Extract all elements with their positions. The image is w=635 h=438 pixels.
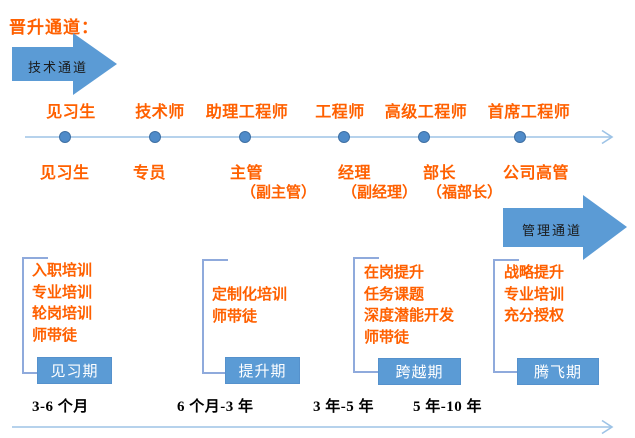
stage-duration: 3-6 个月: [32, 399, 89, 415]
stage-period-box: 跨越期: [378, 358, 461, 385]
training-item: 轮岗培训: [32, 305, 93, 322]
mgmt-rank-label: 公司高管: [503, 165, 570, 182]
stage-training-list: 在岗提升 任务课题 深度潜能开发 师带徒: [364, 262, 454, 348]
training-item: 任务课题: [364, 285, 425, 303]
training-item: 充分授权: [504, 307, 565, 324]
mgmt-rank-label: 主管: [230, 165, 264, 182]
timeline-dot: [149, 131, 161, 143]
tech-rank-label: 高级工程师: [384, 104, 468, 121]
mgmt-rank-label: 专员: [133, 165, 167, 182]
stage-period-box: 腾飞期: [517, 358, 599, 385]
timeline-dot: [338, 131, 350, 143]
mgmt-rank-sublabel: （副主管）: [241, 184, 317, 201]
technical-channel-label: 技术通道: [28, 60, 89, 75]
mgmt-rank-sublabel: （福部长）: [427, 184, 503, 201]
stage-duration: 6 个月-3 年: [177, 399, 254, 415]
training-item: 战略提升: [504, 264, 565, 281]
training-item: 师带徒: [32, 326, 78, 344]
mgmt-rank-label: 经理: [338, 165, 372, 182]
management-channel-arrow-icon: [503, 195, 627, 260]
stage-period-box: 见习期: [37, 357, 112, 384]
mgmt-rank-sublabel: （副经理）: [342, 184, 418, 201]
tech-rank-label: 首席工程师: [487, 104, 571, 121]
training-item: 深度潜能开发: [364, 307, 455, 324]
stage-duration: 3 年-5 年: [313, 399, 374, 415]
stage-period-box: 提升期: [225, 357, 300, 384]
training-item: 专业培训: [32, 283, 93, 301]
training-item: 入职培训: [32, 262, 93, 279]
technical-channel-arrow-icon: [12, 33, 117, 95]
stage-bracket: [22, 257, 48, 374]
right-arrow-shape: [503, 195, 627, 260]
tech-rank-label: 技术师: [135, 104, 185, 121]
management-channel-label: 管理通道: [522, 223, 583, 238]
timeline-axis: [25, 129, 614, 145]
training-item: 师带徒: [364, 328, 410, 346]
stage-training-list: 入职培训 专业培训 轮岗培训 师带徒: [32, 260, 92, 346]
timeline-dot: [418, 131, 430, 143]
stage-training-list: 定制化培训 师带徒: [212, 284, 287, 327]
stage-bracket: [493, 259, 519, 373]
bottom-arrowhead-icon: [601, 419, 614, 435]
timeline-dot: [59, 131, 71, 143]
training-item: 定制化培训: [212, 286, 288, 303]
bottom-timeline-arrow: [12, 419, 614, 435]
training-item: 专业培训: [504, 285, 565, 303]
right-arrow-shape: [12, 33, 117, 95]
timeline-dot: [239, 131, 251, 143]
training-item: 在岗提升: [364, 264, 425, 281]
stage-bracket: [202, 259, 228, 374]
mgmt-rank-label: 部长: [423, 165, 457, 182]
timeline-arrowhead-icon: [601, 129, 614, 145]
stage-bracket: [353, 257, 379, 373]
timeline-dot: [514, 131, 526, 143]
training-item: 师带徒: [212, 307, 258, 325]
tech-rank-label: 工程师: [315, 104, 365, 121]
mgmt-rank-label: 见习生: [40, 165, 90, 182]
page-title: 晋升通道：: [9, 18, 99, 37]
tech-rank-label: 见习生: [46, 104, 96, 121]
tech-rank-label: 助理工程师: [205, 104, 289, 121]
stage-duration: 5 年-10 年: [413, 399, 482, 415]
stage-training-list: 战略提升 专业培训 充分授权: [504, 262, 564, 327]
